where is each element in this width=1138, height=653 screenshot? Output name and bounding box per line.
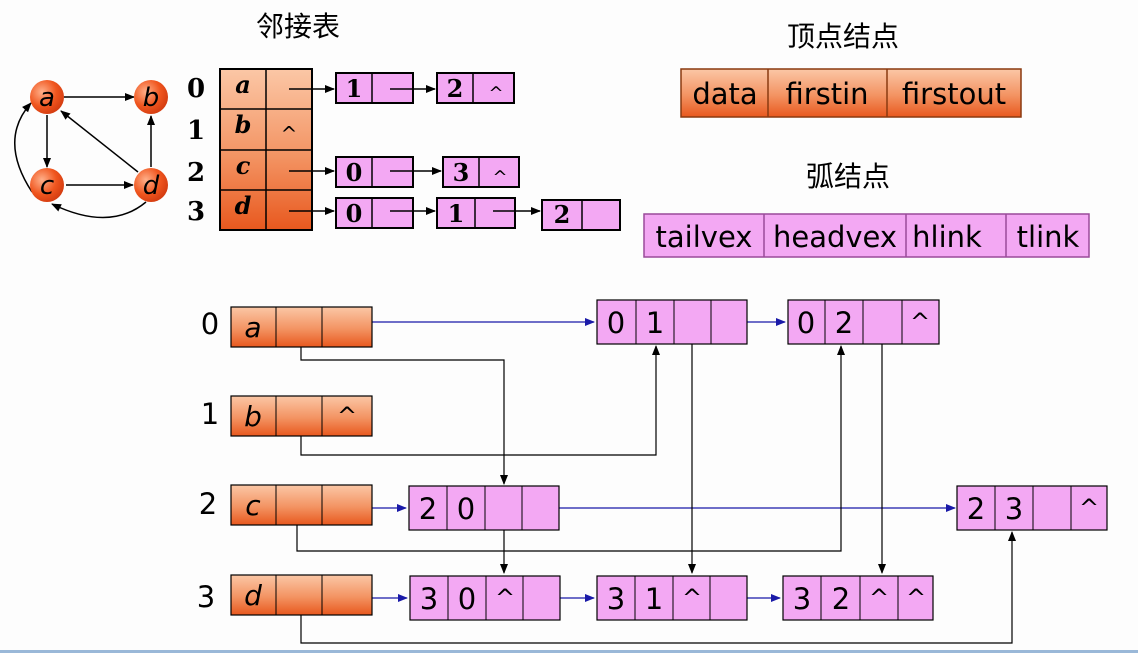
orth-vertex-b-null: ^ <box>337 402 357 430</box>
adjacency-lists: 1 2 ^ 0 3 ^ 0 1 2 <box>289 72 621 231</box>
orth-arc-3-1: 3 1 ^ <box>596 575 748 621</box>
graph-node-d-label: d <box>143 171 160 201</box>
adjacency-index-column: 0 1 2 3 <box>187 74 205 227</box>
arc-field-tailvex: tailvex <box>656 220 753 254</box>
adj-node-2-1 <box>442 156 520 188</box>
orth-arc-3-2: 3 2 ^ ^ <box>782 575 934 621</box>
edge-d-c <box>51 201 147 219</box>
adj-head-vertex-c: c <box>236 151 251 180</box>
orth-vertex-a: a <box>230 306 373 348</box>
orth-vertex-b-label: b <box>244 400 262 433</box>
adj-index-3: 3 <box>187 197 205 227</box>
orth-vertex-c-label: c <box>245 489 261 522</box>
graph-nodes: a b c d <box>30 80 168 202</box>
adj-index-1: 1 <box>187 116 205 146</box>
adj-index-2: 2 <box>187 158 205 188</box>
orth-index-2: 2 <box>199 487 217 521</box>
orth-vertex-c: c <box>230 484 373 526</box>
graph-node-d <box>134 168 168 202</box>
orth-index-3: 3 <box>197 580 215 614</box>
graph-node-c <box>30 168 64 202</box>
adj-node-2-0 <box>335 156 414 188</box>
orth-arc-3-2-tlink-null: ^ <box>906 584 926 612</box>
orth-arc-2-3: 2 3 ^ <box>956 485 1108 531</box>
orth-arc-2-3-tail: 2 <box>967 492 985 526</box>
orth-arc-3-2-hlink-null: ^ <box>869 584 889 612</box>
orth-vertex-a-label: a <box>244 311 261 344</box>
arc-field-tlink: tlink <box>1017 220 1080 254</box>
orth-arc-0-1-tail: 0 <box>607 306 625 340</box>
arc-node-format: tailvex headvex hlink tlink <box>643 213 1090 258</box>
vertex-field-firstin: firstin <box>785 77 868 111</box>
graph-node-b-label: b <box>143 83 160 113</box>
orth-index-0: 0 <box>201 307 219 341</box>
orth-vertex-d-label: d <box>244 579 262 612</box>
arc-node-title: 弧结点 <box>806 160 890 193</box>
orthogonal-indices: 0 1 2 3 <box>197 307 219 614</box>
adj-head-null-b: ^ <box>281 122 298 146</box>
orth-arc-3-0: 3 0 ^ <box>409 575 561 621</box>
vertex-field-firstout: firstout <box>902 77 1006 111</box>
adj-node-3-2 <box>541 199 621 231</box>
orth-vertex-b: b ^ <box>230 395 373 437</box>
adj-node-2-0-adjvex: 0 <box>346 158 363 187</box>
graph-edges <box>14 93 155 219</box>
adj-node-3-1 <box>436 197 516 229</box>
orth-arc-2-0-tail: 2 <box>419 492 437 526</box>
orth-arc-3-2-head: 2 <box>832 582 850 616</box>
bottom-divider <box>0 650 1138 653</box>
edge-d-a <box>60 110 139 173</box>
adj-node-0-0 <box>335 72 414 104</box>
orth-arc-3-2-tail: 3 <box>793 582 811 616</box>
adj-node-2-1-adjvex: 3 <box>453 158 470 187</box>
graph-node-c-label: c <box>40 171 54 201</box>
orth-arc-2-3-head: 3 <box>1005 492 1023 526</box>
orth-arc-0-2: 0 2 ^ <box>787 299 940 345</box>
graph-node-a-label: a <box>39 83 55 113</box>
orth-arc-0-2-tail: 0 <box>797 306 815 340</box>
orthogonal-arc-nodes: 0 1 0 2 ^ 2 0 2 3 ^ 3 <box>408 299 1108 621</box>
adj-node-0-1-null: ^ <box>488 83 503 104</box>
vertex-field-data: data <box>692 77 757 111</box>
orth-arc-0-1-head: 1 <box>646 306 664 340</box>
adj-node-0-1 <box>436 72 515 104</box>
adj-index-0: 0 <box>187 74 205 104</box>
orthogonal-connectors <box>296 318 1016 644</box>
adj-node-3-0 <box>335 197 414 229</box>
adj-node-3-2-adjvex: 2 <box>554 200 571 229</box>
adj-head-vertex-a: a <box>235 70 251 99</box>
adjacency-head-table: a b c d ^ <box>219 68 313 231</box>
orth-arc-3-1-tail: 3 <box>607 582 625 616</box>
arc-field-headvex: headvex <box>773 220 897 254</box>
orth-arc-2-3-tlink-null: ^ <box>1079 494 1099 522</box>
adjacency-title: 邻接表 <box>256 10 340 43</box>
orth-arc-3-1-hlink-null: ^ <box>682 584 702 612</box>
graph-node-b <box>134 80 168 114</box>
orthogonal-vertex-heads: a b ^ c d <box>230 306 373 616</box>
orth-vertex-d: d <box>230 574 373 616</box>
orth-arc-3-0-hlink-null: ^ <box>495 584 515 612</box>
vertex-node-format: data firstin firstout <box>680 68 1022 118</box>
orth-arc-3-0-tail: 3 <box>420 582 438 616</box>
adj-node-0-0-adjvex: 1 <box>346 74 363 103</box>
arc-field-hlink: hlink <box>912 220 982 254</box>
edge-c-a <box>14 102 33 193</box>
orth-arc-2-0: 2 0 <box>408 485 560 531</box>
graph-node-a <box>30 80 64 114</box>
adj-node-3-1-adjvex: 1 <box>448 199 465 228</box>
orth-arc-0-1: 0 1 <box>596 299 748 345</box>
adj-node-3-0-adjvex: 0 <box>346 199 363 228</box>
vertex-node-title: 顶点结点 <box>787 20 899 53</box>
orth-index-1: 1 <box>201 397 219 431</box>
adj-head-vertex-d: d <box>235 191 252 220</box>
orth-arc-0-2-tlink-null: ^ <box>910 308 930 336</box>
orth-arc-0-2-head: 2 <box>835 306 853 340</box>
adj-node-2-1-null: ^ <box>492 167 507 188</box>
orth-arc-2-0-head: 0 <box>457 492 475 526</box>
orth-arc-3-1-head: 1 <box>645 582 663 616</box>
adj-head-vertex-b: b <box>235 110 252 139</box>
orth-arc-3-0-head: 0 <box>458 582 476 616</box>
adj-node-0-1-adjvex: 2 <box>447 74 464 103</box>
